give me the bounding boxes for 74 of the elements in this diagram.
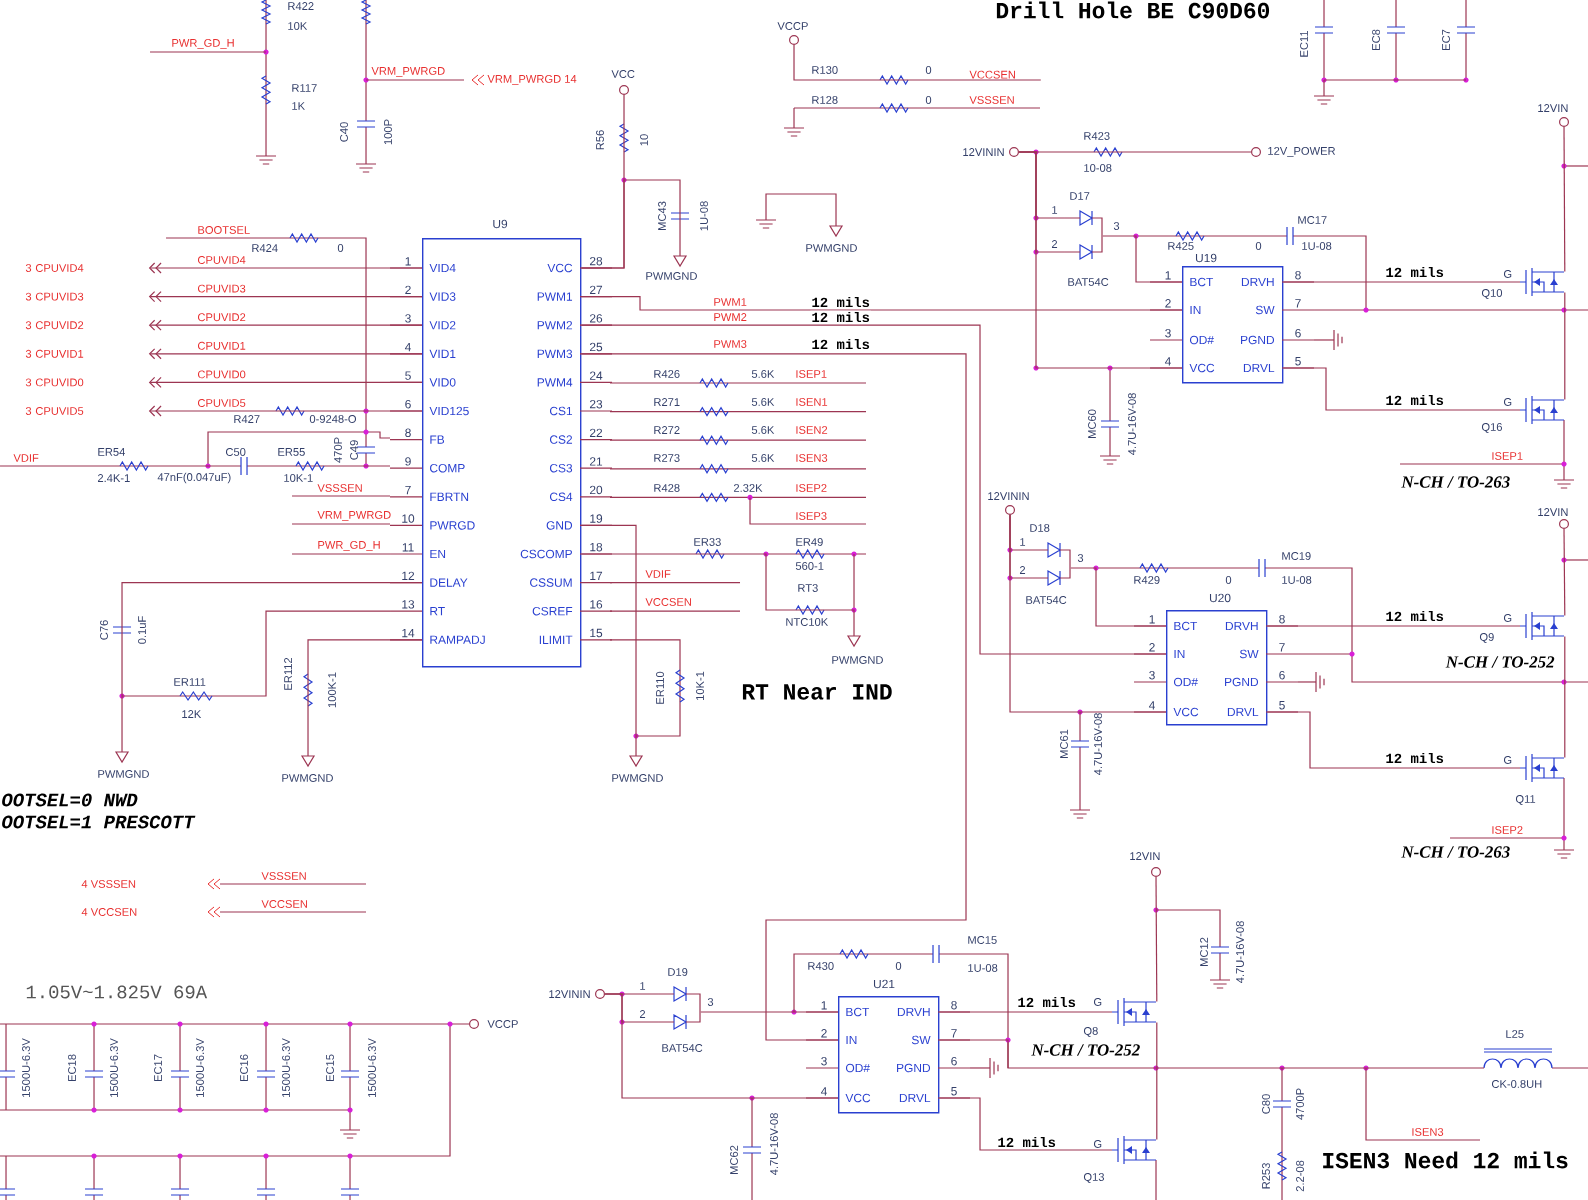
- inductor-symbol: [1483, 1030, 1553, 1088]
- wire: [580, 353, 967, 1041]
- ic-chip: [1133, 593, 1299, 726]
- wire: [938, 1011, 1113, 1013]
- wire: [1564, 291, 1566, 401]
- wire: [148, 405, 423, 417]
- note-text: OOTSEL=0 NWD: [2, 793, 138, 807]
- mosfet-symbol: [1401, 395, 1565, 488]
- wire: [148, 319, 423, 331]
- power-terminal: [611, 70, 635, 95]
- wire: [604, 993, 659, 1023]
- wire: [1070, 567, 1167, 627]
- ground-symbol: [806, 225, 857, 252]
- wire: [148, 376, 423, 388]
- wire: [700, 1011, 839, 1013]
- ground-symbol: [282, 755, 333, 782]
- ic-chip: [1149, 253, 1315, 384]
- ground-symbol: [832, 635, 883, 664]
- power-terminal: [1130, 852, 1161, 877]
- wire: [307, 639, 423, 757]
- wire: [580, 94, 625, 269]
- package-note: N-CH / TO-263: [1401, 846, 1510, 858]
- wire: [1266, 625, 1521, 627]
- diode-symbol: [1051, 192, 1120, 286]
- ground-symbol: [646, 255, 697, 280]
- power-terminal: [1538, 508, 1569, 529]
- note-text: RT Near IND: [742, 684, 892, 700]
- note-text: ISEN3 Need 12 mils: [1323, 1151, 1568, 1169]
- voltage-note: 1.05V~1.825V 69A: [26, 985, 208, 999]
- power-terminal: [988, 492, 1029, 515]
- wire: [121, 582, 423, 753]
- wire: [1266, 711, 1521, 769]
- wire: [1563, 528, 1566, 617]
- mosfet-symbol: [1481, 267, 1565, 299]
- power-terminal: [1251, 147, 1336, 157]
- ic-chip: [389, 219, 613, 668]
- wire: [1282, 367, 1521, 411]
- wire: [1018, 151, 1065, 253]
- package-note: N-CH / TO-263: [1401, 476, 1510, 488]
- wire: [1156, 1021, 1158, 1141]
- wire: [1282, 281, 1521, 283]
- wire: [1563, 126, 1566, 273]
- mosfet-symbol: [1445, 611, 1565, 668]
- note-text: OOTSEL=1 PRESCOTT: [2, 815, 196, 829]
- diode-symbol: [639, 968, 714, 1052]
- wire: [938, 1039, 1485, 1069]
- wire: [1102, 235, 1183, 283]
- wire: [1564, 635, 1566, 759]
- mosfet-symbol: [1401, 753, 1565, 858]
- diode-symbol: [1019, 524, 1084, 604]
- power-terminal: [1538, 104, 1569, 127]
- package-note: N-CH / TO-252: [1031, 1044, 1140, 1056]
- package-note: N-CH / TO-252: [1445, 656, 1555, 668]
- wire: [148, 348, 423, 360]
- ground-symbol: [98, 751, 149, 778]
- wire: [1155, 876, 1158, 1003]
- ground-symbol: [612, 755, 663, 782]
- mosfet-symbol: [1031, 997, 1157, 1056]
- mosfet-symbol: [1083, 1135, 1157, 1183]
- power-terminal: [963, 147, 1019, 157]
- wire: [938, 1097, 1113, 1151]
- wire: [580, 553, 855, 637]
- power-terminal: [777, 22, 808, 45]
- wire: [580, 524, 637, 757]
- ic-chip: [805, 979, 971, 1114]
- power-terminal: [549, 989, 605, 999]
- wire: [148, 291, 423, 303]
- wire: [580, 324, 1167, 655]
- wire: [580, 296, 1183, 311]
- power-terminal: [469, 1019, 518, 1029]
- note-text: Drill Hole BE C90D60: [996, 1, 1270, 19]
- wire: [1009, 514, 1033, 579]
- wire: [148, 262, 423, 274]
- wire: [793, 44, 1042, 81]
